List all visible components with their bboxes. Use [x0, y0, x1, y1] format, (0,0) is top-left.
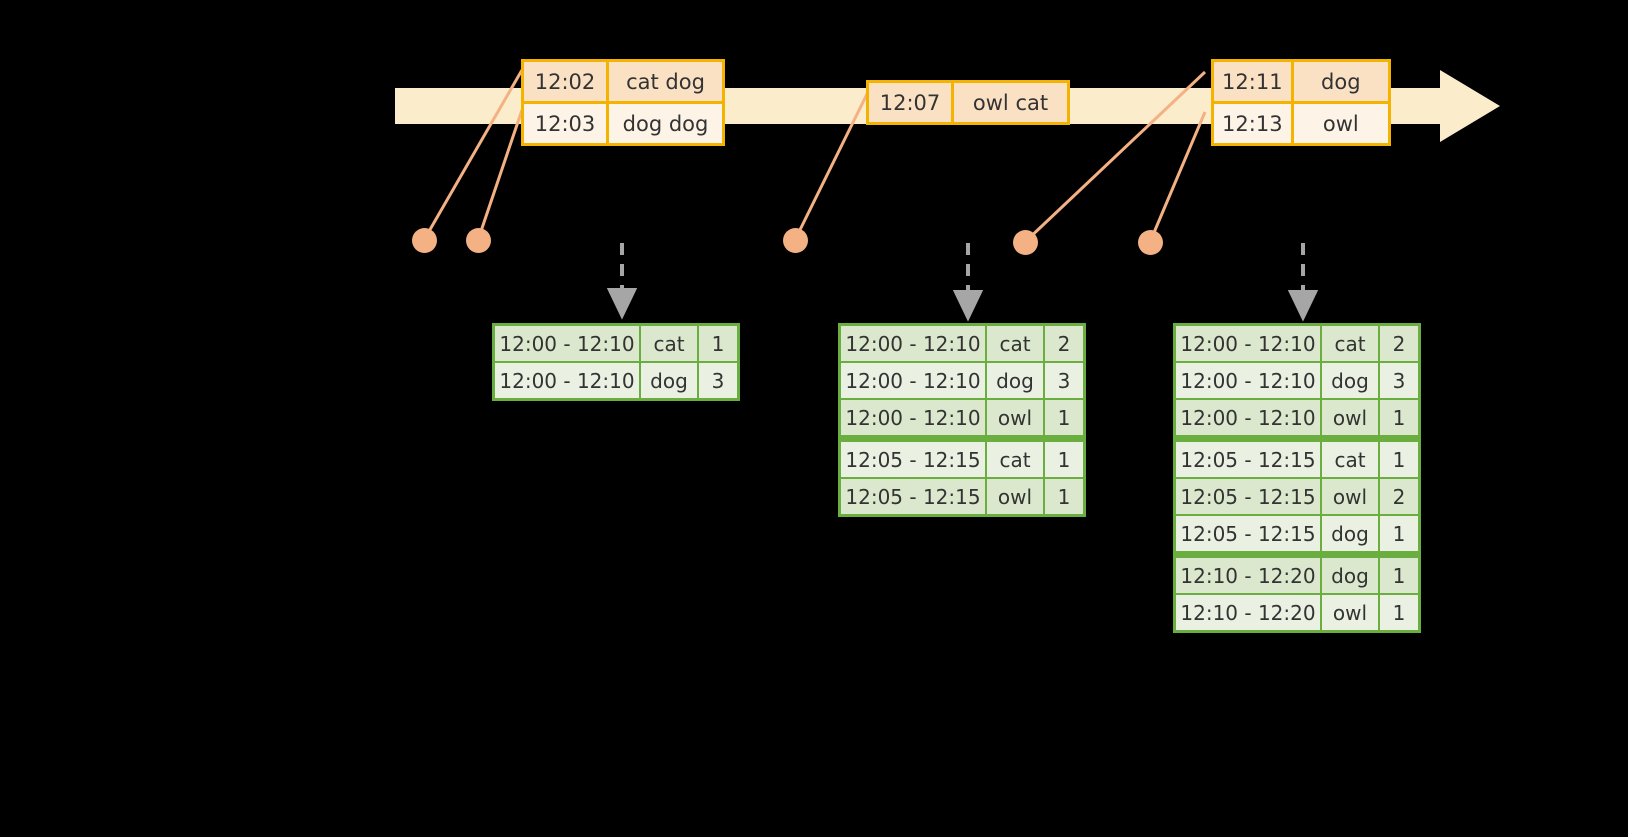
- result-table-1[interactable]: 12:00 - 12:10 cat 1 12:00 - 12:10 dog 3: [492, 323, 740, 401]
- count-cell: 1: [699, 326, 737, 361]
- count-cell: 3: [1045, 363, 1083, 398]
- word-cell: owl: [987, 400, 1043, 435]
- event-time: 12:03: [524, 104, 609, 143]
- event-marker-1202: [412, 228, 437, 253]
- table-row[interactable]: 12:00 - 12:10 dog 3: [1176, 363, 1418, 398]
- table-row[interactable]: 12:05 - 12:15 cat 1: [1176, 442, 1418, 477]
- word-cell: dog: [1322, 516, 1378, 551]
- window-group-divider: [1176, 437, 1418, 440]
- count-cell: 2: [1045, 326, 1083, 361]
- word-cell: cat: [987, 442, 1043, 477]
- event-marker-1213: [1138, 230, 1163, 255]
- result-table-2[interactable]: 12:00 - 12:10 cat 2 12:00 - 12:10 dog 3 …: [838, 323, 1086, 517]
- window-group-divider: [1176, 553, 1418, 556]
- event-time: 12:07: [869, 83, 954, 122]
- table-row[interactable]: 12:00 - 12:10 cat 2: [1176, 326, 1418, 361]
- event-time: 12:13: [1214, 104, 1294, 143]
- event-marker-1207: [783, 228, 808, 253]
- event-group-3[interactable]: 12:11 dog 12:13 owl: [1211, 59, 1391, 146]
- count-cell: 3: [1380, 363, 1418, 398]
- window-cell: 12:00 - 12:10: [1176, 363, 1320, 398]
- event-group-1[interactable]: 12:02 cat dog 12:03 dog dog: [521, 59, 725, 146]
- word-cell: dog: [641, 363, 697, 398]
- window-cell: 12:05 - 12:15: [1176, 442, 1320, 477]
- event-words: dog: [1293, 62, 1388, 101]
- table-row[interactable]: 12:05 - 12:15 cat 1: [841, 442, 1083, 477]
- word-cell: owl: [1322, 479, 1378, 514]
- window-cell: 12:00 - 12:10: [841, 363, 985, 398]
- window-cell: 12:05 - 12:15: [841, 442, 985, 477]
- word-cell: dog: [1322, 363, 1378, 398]
- word-cell: cat: [641, 326, 697, 361]
- table-row[interactable]: 12:00 - 12:10 dog 3: [841, 363, 1083, 398]
- count-cell: 1: [1045, 400, 1083, 435]
- window-cell: 12:05 - 12:15: [1176, 516, 1320, 551]
- window-group-divider: [841, 437, 1083, 440]
- window-cell: 12:10 - 12:20: [1176, 558, 1320, 593]
- event-row[interactable]: 12:02 cat dog: [524, 62, 722, 101]
- window-cell: 12:10 - 12:20: [1176, 595, 1320, 630]
- table-row[interactable]: 12:00 - 12:10 cat 2: [841, 326, 1083, 361]
- table-row[interactable]: 12:05 - 12:15 owl 2: [1176, 479, 1418, 514]
- word-cell: owl: [987, 479, 1043, 514]
- table-row[interactable]: 12:00 - 12:10 owl 1: [1176, 400, 1418, 435]
- window-cell: 12:00 - 12:10: [841, 326, 985, 361]
- table-row[interactable]: 12:05 - 12:15 dog 1: [1176, 516, 1418, 551]
- word-cell: cat: [987, 326, 1043, 361]
- event-words: owl cat: [954, 83, 1067, 122]
- event-time: 12:11: [1214, 62, 1294, 101]
- window-cell: 12:00 - 12:10: [1176, 326, 1320, 361]
- event-row[interactable]: 12:11 dog: [1214, 62, 1388, 101]
- window-cell: 12:00 - 12:10: [495, 363, 639, 398]
- event-row[interactable]: 12:07 owl cat: [869, 83, 1067, 122]
- table-row[interactable]: 12:00 - 12:10 cat 1: [495, 326, 737, 361]
- count-cell: 1: [1380, 442, 1418, 477]
- window-cell: 12:00 - 12:10: [495, 326, 639, 361]
- count-cell: 1: [1045, 479, 1083, 514]
- word-cell: dog: [987, 363, 1043, 398]
- count-cell: 1: [1380, 400, 1418, 435]
- table-row[interactable]: 12:05 - 12:15 owl 1: [841, 479, 1083, 514]
- word-cell: dog: [1322, 558, 1378, 593]
- result-flow-arrows: [606, 243, 1319, 322]
- event-words: owl: [1293, 104, 1388, 143]
- count-cell: 1: [1045, 442, 1083, 477]
- table-row[interactable]: 12:10 - 12:20 dog 1: [1176, 558, 1418, 593]
- count-cell: 1: [1380, 595, 1418, 630]
- window-cell: 12:00 - 12:10: [1176, 400, 1320, 435]
- count-cell: 1: [1380, 516, 1418, 551]
- count-cell: 3: [699, 363, 737, 398]
- window-cell: 12:05 - 12:15: [1176, 479, 1320, 514]
- table-row[interactable]: 12:00 - 12:10 dog 3: [495, 363, 737, 398]
- table-row[interactable]: 12:10 - 12:20 owl 1: [1176, 595, 1418, 630]
- word-cell: owl: [1322, 400, 1378, 435]
- count-cell: 2: [1380, 479, 1418, 514]
- word-cell: cat: [1322, 326, 1378, 361]
- event-row[interactable]: 12:03 dog dog: [524, 101, 722, 143]
- event-marker-1203: [466, 228, 491, 253]
- word-cell: cat: [1322, 442, 1378, 477]
- window-cell: 12:00 - 12:10: [841, 400, 985, 435]
- table-row[interactable]: 12:00 - 12:10 owl 1: [841, 400, 1083, 435]
- window-cell: 12:05 - 12:15: [841, 479, 985, 514]
- event-group-2[interactable]: 12:07 owl cat: [866, 80, 1070, 125]
- count-cell: 2: [1380, 326, 1418, 361]
- count-cell: 1: [1380, 558, 1418, 593]
- event-words: dog dog: [609, 104, 722, 143]
- word-cell: owl: [1322, 595, 1378, 630]
- event-words: cat dog: [609, 62, 722, 101]
- event-marker-1211: [1013, 230, 1038, 255]
- event-row[interactable]: 12:13 owl: [1214, 101, 1388, 143]
- event-time: 12:02: [524, 62, 609, 101]
- result-table-3[interactable]: 12:00 - 12:10 cat 2 12:00 - 12:10 dog 3 …: [1173, 323, 1421, 633]
